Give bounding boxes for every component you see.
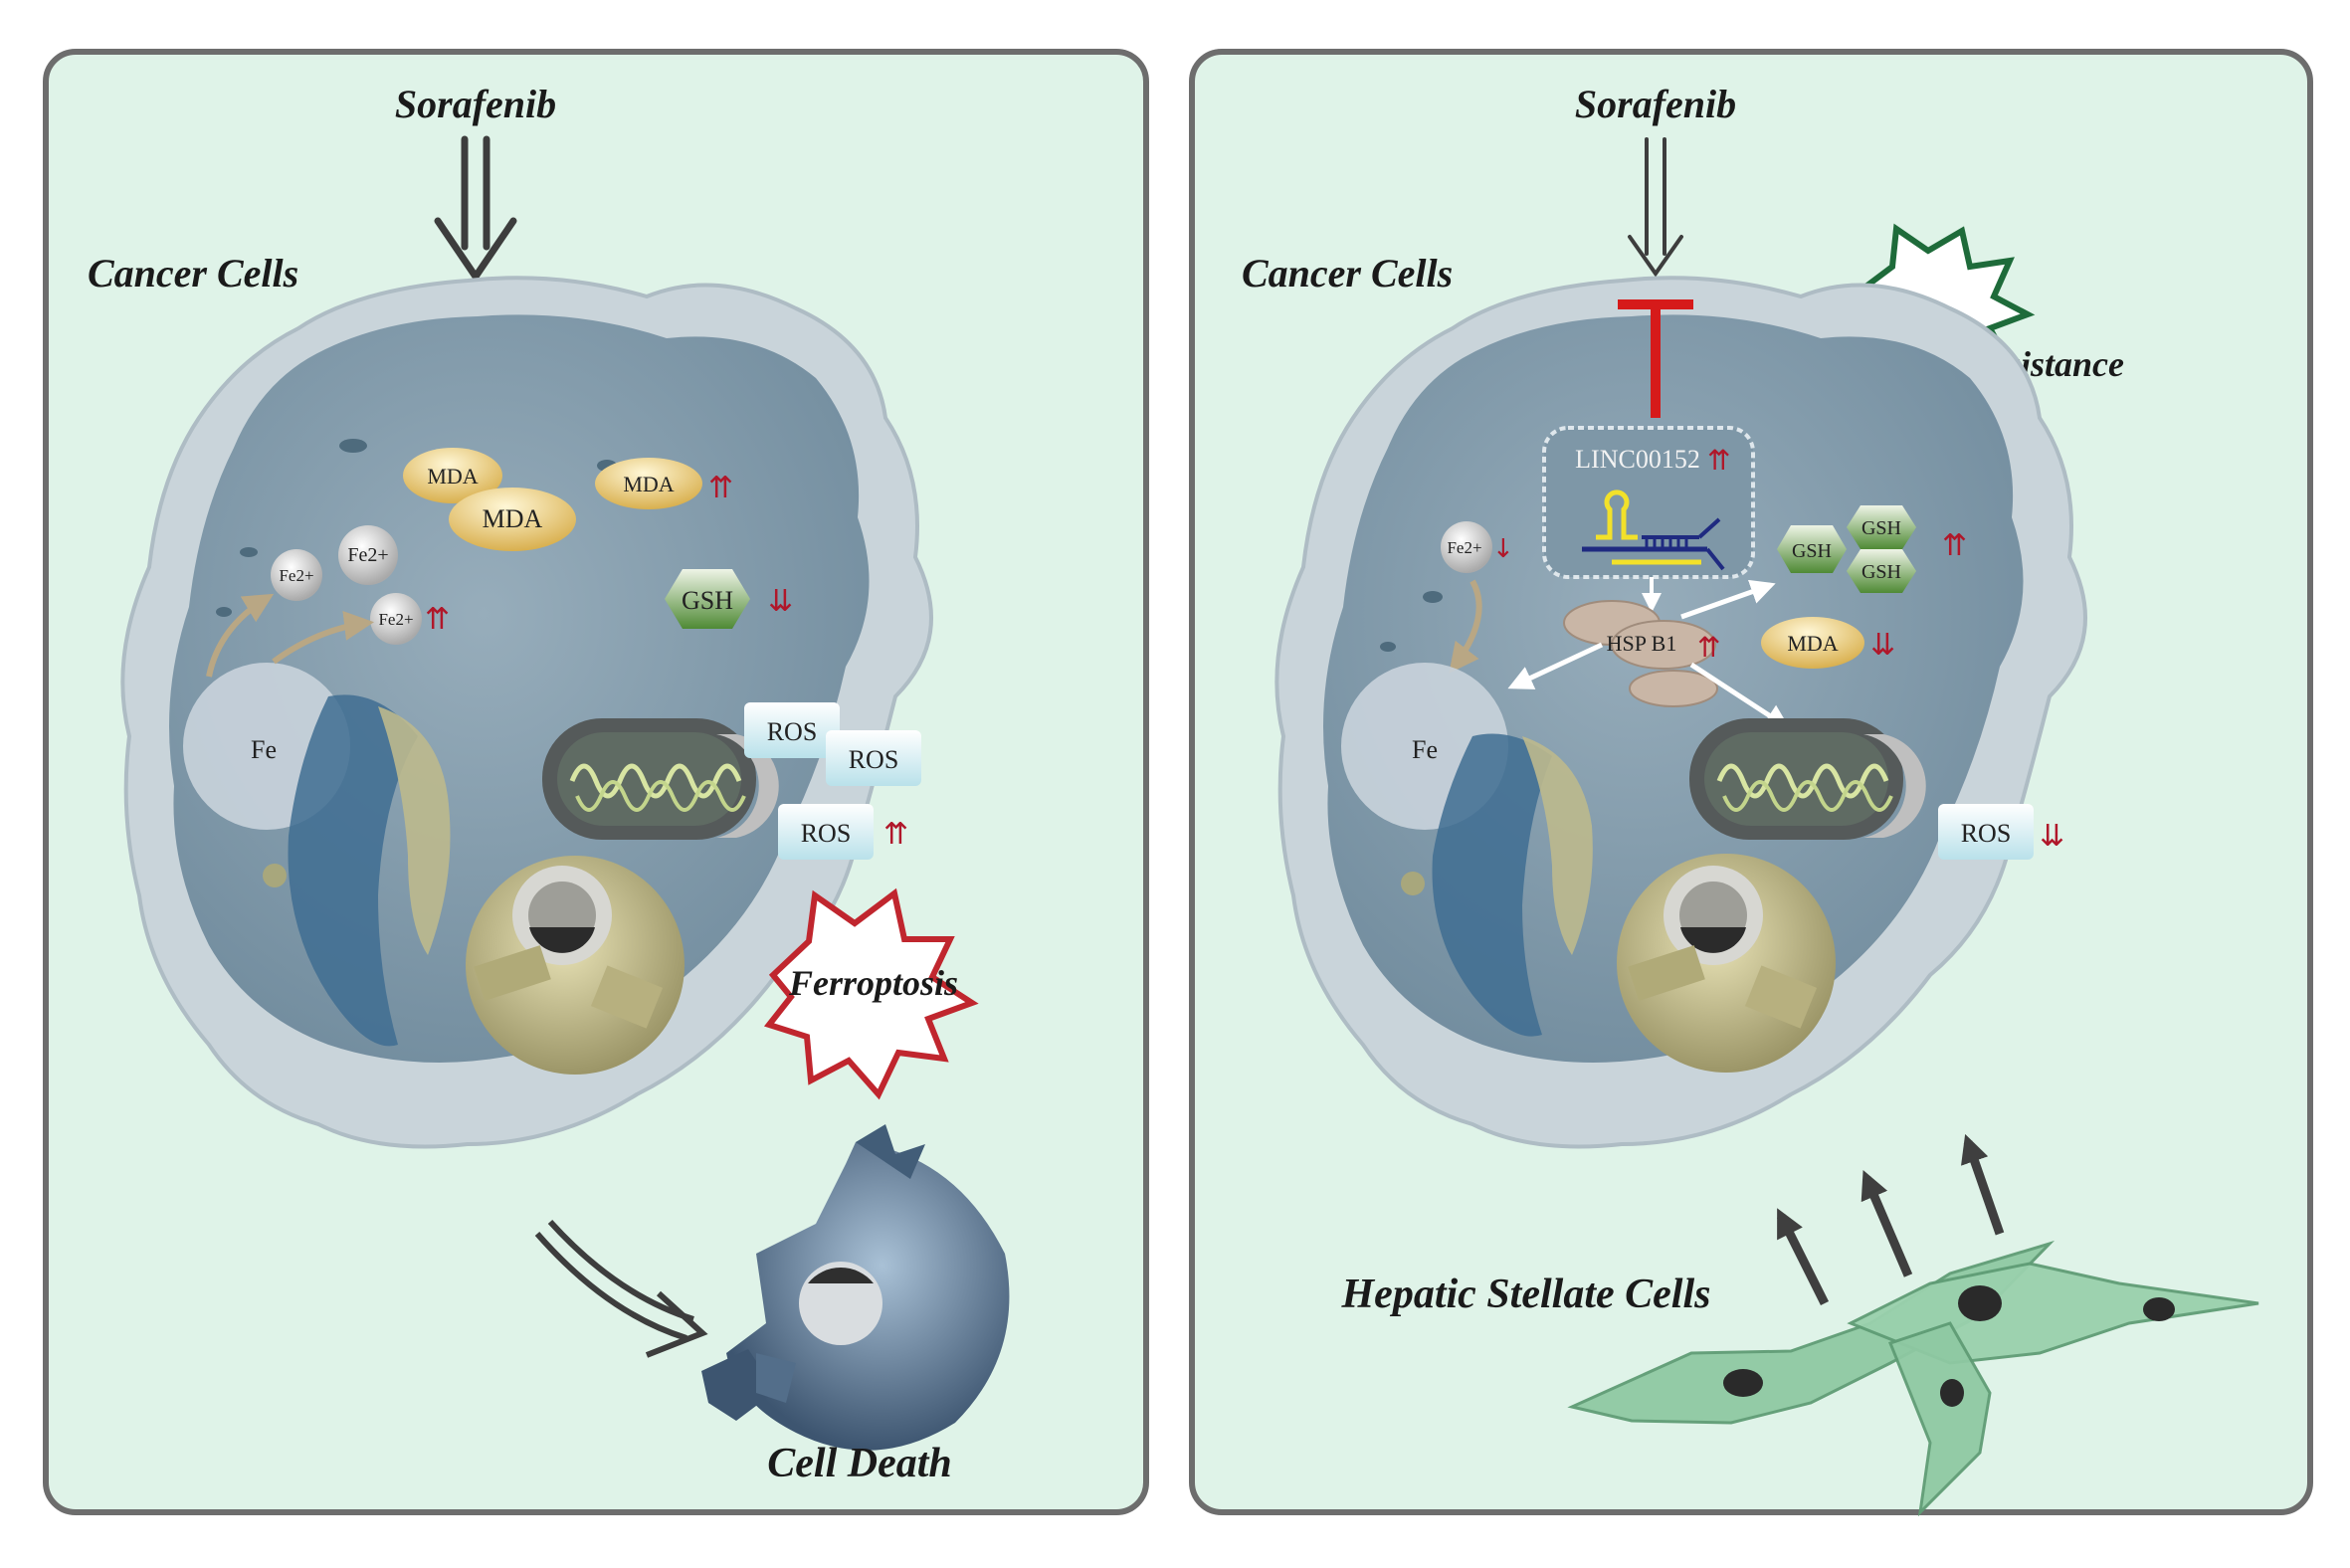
left-ros-1: ROS [744,702,840,758]
right-fe-ion: Fe2+ [1441,521,1492,573]
left-nucleus [466,856,685,1075]
left-mda-2-label: MDA [483,504,543,533]
left-endoplasmic-reticulum [288,694,418,1047]
left-fe-ion-2: Fe2+ [338,525,398,585]
left-dead-cell [701,1124,1010,1451]
left-mda-up-marker: ⇈ [708,471,733,505]
left-vesicles [216,439,617,617]
right-gsh-2-label: GSH [1861,517,1901,539]
right-ros-label: ROS [1961,819,2012,848]
left-ros-3-label: ROS [801,819,852,848]
right-gsh-3: GSH [1847,549,1916,593]
left-mitochondrion [542,718,779,840]
left-mda-3-label: MDA [623,472,674,496]
right-hspb1-up-marker: ⇈ [1697,631,1720,664]
right-gsh-up-marker: ⇈ [1942,528,1967,563]
right-rna-structure-icon [1582,490,1725,571]
left-gsh: GSH [665,569,750,629]
left-panel: Sorafenib Cancer Cells Fe Fe2+ [43,49,1149,1515]
left-death-arrow [534,1219,708,1358]
right-mda-label: MDA [1787,631,1838,656]
right-gsh-1: GSH [1777,525,1847,573]
right-gsh-2: GSH [1847,505,1916,549]
right-drug-arrow [1628,137,1683,278]
right-small-vesicle [1401,872,1425,895]
right-drug-label: Sorafenib [1575,82,1736,126]
left-ros-2: ROS [826,730,921,786]
left-ros-2-label: ROS [849,745,899,774]
left-mda-2: MDA [449,488,576,551]
right-endoplasmic-reticulum [1432,733,1552,1037]
right-lncrna-label: LINC00152 [1575,445,1700,474]
right-fe-ion-label: Fe2+ [1447,538,1481,557]
left-gsh-label: GSH [682,586,733,615]
left-ros-1-label: ROS [767,717,818,746]
left-mda-1-label: MDA [427,464,478,489]
left-iron-release-arrows [206,593,374,678]
right-lncrna-up-marker: ⇈ [1707,444,1730,477]
right-nucleus [1617,854,1836,1073]
right-hspb1-label: HSP B1 [1607,631,1677,656]
right-cell-label: Cancer Cells [1242,251,1453,295]
right-stellate-label: Hepatic Stellate Cells [1341,1272,1711,1317]
left-ros-up-marker: ⇈ [883,817,908,852]
right-fe-down-marker: ↓ [1492,534,1514,564]
right-inhibition-bar [1618,299,1693,418]
left-ferroptosis-burst: Ferroptosis [763,887,979,1100]
left-outcome-label: Cell Death [767,1441,952,1486]
left-iron-pool-label: Fe [251,735,277,764]
left-ros-3: ROS [778,804,874,860]
right-stellate-cells [1567,1240,2259,1517]
left-fe-ion-3-label: Fe2+ [378,610,413,629]
left-drug-label: Sorafenib [395,82,556,126]
left-fe-up-marker: ⇈ [425,602,450,637]
right-golgi [1522,736,1593,955]
left-ferroptosis-label: Ferroptosis [788,963,958,1003]
right-ros-down-marker: ⇊ [2040,819,2064,854]
right-stellate-arrows [1776,1133,2005,1306]
right-iron-pool-label: Fe [1412,735,1438,764]
left-fe-ion-1: Fe2+ [271,549,322,601]
right-hspb1-effect-arrows [1507,579,1791,729]
right-ros: ROS [1938,804,2034,860]
right-mda-down-marker: ⇊ [1870,628,1895,663]
left-fe-ion-1-label: Fe2+ [279,566,313,585]
right-hspb1-cluster [1563,600,1718,707]
left-gsh-down-marker: ⇊ [768,584,793,619]
left-mda-3: MDA [595,458,702,509]
right-panel: Sorafenib Cancer Cells Resistance LINC00… [1189,49,2313,1517]
left-small-vesicle [263,864,287,887]
right-mitochondrion [1689,718,1926,840]
left-cell-label: Cancer Cells [88,251,298,295]
right-gsh-3-label: GSH [1861,561,1901,583]
left-mda-1: MDA [403,448,502,503]
right-gsh-1-label: GSH [1792,540,1832,562]
right-vesicles [1380,591,1443,652]
right-fe-arrow [1449,579,1482,674]
left-fe-ion-2-label: Fe2+ [347,544,388,566]
left-fe-ion-3: Fe2+ [370,593,422,645]
left-golgi [378,706,451,955]
right-mda: MDA [1761,617,1864,669]
left-drug-arrow [434,135,517,284]
